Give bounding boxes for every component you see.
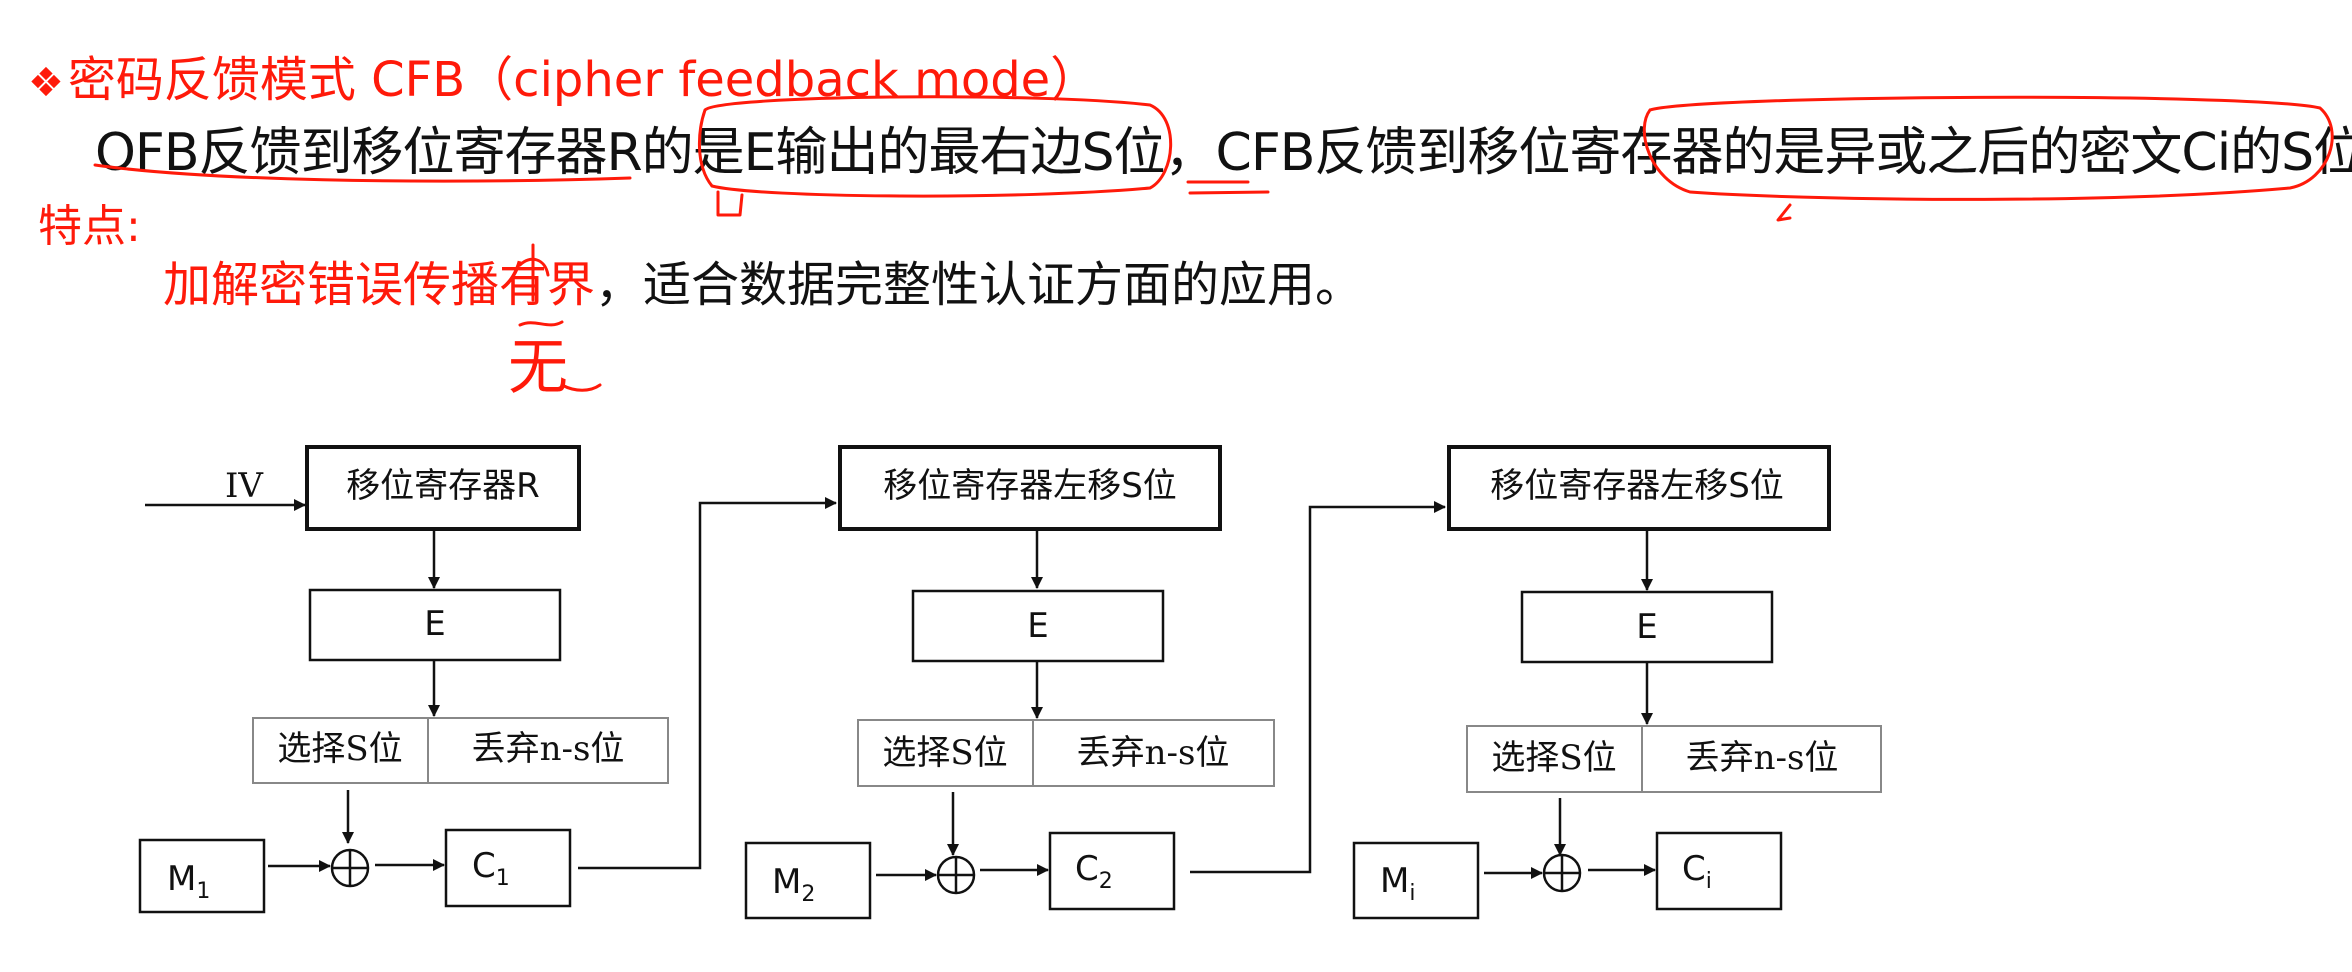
plaintext-label: M1 xyxy=(167,859,210,904)
ciphertext-label: Ci xyxy=(1682,849,1712,894)
double-underline-cfb-2 xyxy=(1188,190,1270,195)
select-label: 选择S位 xyxy=(1491,738,1616,778)
ciphertext-box xyxy=(444,828,572,908)
ciphertext-label: C1 xyxy=(472,846,510,891)
discard-label: 丢弃n-s位 xyxy=(1077,733,1230,773)
xor-icon xyxy=(1542,853,1582,893)
shift-register-box xyxy=(1447,445,1831,531)
note-tilde xyxy=(518,320,564,327)
features-label: 特点: xyxy=(38,201,141,252)
xor-icon xyxy=(936,855,976,895)
discard-label: 丢弃n-s位 xyxy=(1686,738,1839,778)
shift-register-box xyxy=(305,445,581,531)
plaintext-box xyxy=(138,838,266,914)
underline-ofb xyxy=(93,163,632,183)
encrypt-box xyxy=(911,589,1165,663)
feature-red-text: 加解密错误传播有界 xyxy=(163,257,596,313)
feature-line: 加解密错误传播有界，适合数据完整性认证方面的应用。 xyxy=(163,245,1363,315)
encrypt-label: E xyxy=(424,604,445,644)
xor-icon xyxy=(330,848,370,888)
select-discard-box xyxy=(857,719,1275,787)
feedback-arrow-1 xyxy=(578,497,837,870)
select-discard-box xyxy=(252,717,669,784)
feedback-arrow-2 xyxy=(1190,501,1446,874)
heading-text: 密码反馈模式 CFB（cipher feedback mode） xyxy=(67,52,1099,108)
encrypt-label: E xyxy=(1636,607,1657,647)
encrypt-box xyxy=(308,588,562,662)
slide-heading: ❖密码反馈模式 CFB（cipher feedback mode） xyxy=(28,40,1098,110)
plaintext-label: M2 xyxy=(772,862,815,907)
circle-ciphertext xyxy=(1642,95,2334,201)
encrypt-label: E xyxy=(1027,606,1048,646)
stage-3: 移位寄存器左移S位 E 选择S位 丢弃n-s位 Mi Ci xyxy=(1352,445,1882,920)
select-discard-box xyxy=(1466,725,1882,793)
select-label: 选择S位 xyxy=(277,729,402,769)
plaintext-box xyxy=(744,841,872,920)
plaintext-box xyxy=(1352,841,1480,920)
note-tail xyxy=(560,383,602,392)
ciphertext-box xyxy=(1048,831,1176,911)
description-line: OFB反馈到移位寄存器R的是E输出的最右边S位，CFB反馈到移位寄存器的是异或之… xyxy=(95,123,2352,183)
shift-register-label: 移位寄存器R xyxy=(346,466,540,506)
circle-e-output xyxy=(698,95,1173,198)
shift-register-label: 移位寄存器左移S位 xyxy=(1490,466,1784,506)
select-label: 选择S位 xyxy=(882,733,1007,773)
iv-label: IV xyxy=(225,466,264,506)
discard-label: 丢弃n-s位 xyxy=(472,729,625,769)
encrypt-box xyxy=(1520,590,1774,664)
feature-black-text: ，适合数据完整性认证方面的应用。 xyxy=(595,257,1364,313)
diamond-bullet-icon: ❖ xyxy=(28,60,64,106)
stage-2: 移位寄存器左移S位 E 选择S位 丢弃n-s位 M2 C2 xyxy=(744,445,1275,920)
shift-register-label: 移位寄存器左移S位 xyxy=(883,466,1177,506)
shift-register-box xyxy=(838,445,1222,531)
handwritten-annotations: 无 xyxy=(93,95,2334,403)
strike-you-mark xyxy=(518,257,550,277)
handwritten-note-wu: 无 xyxy=(508,333,568,403)
ciphertext-label: C2 xyxy=(1075,849,1113,894)
hook-mark xyxy=(716,190,744,217)
plaintext-label: Mi xyxy=(1380,861,1415,906)
stage-1: 移位寄存器R E 选择S位 丢弃n-s位 M1 C1 xyxy=(138,445,669,914)
small-pen-mark xyxy=(1776,203,1792,222)
ciphertext-box xyxy=(1655,831,1783,911)
